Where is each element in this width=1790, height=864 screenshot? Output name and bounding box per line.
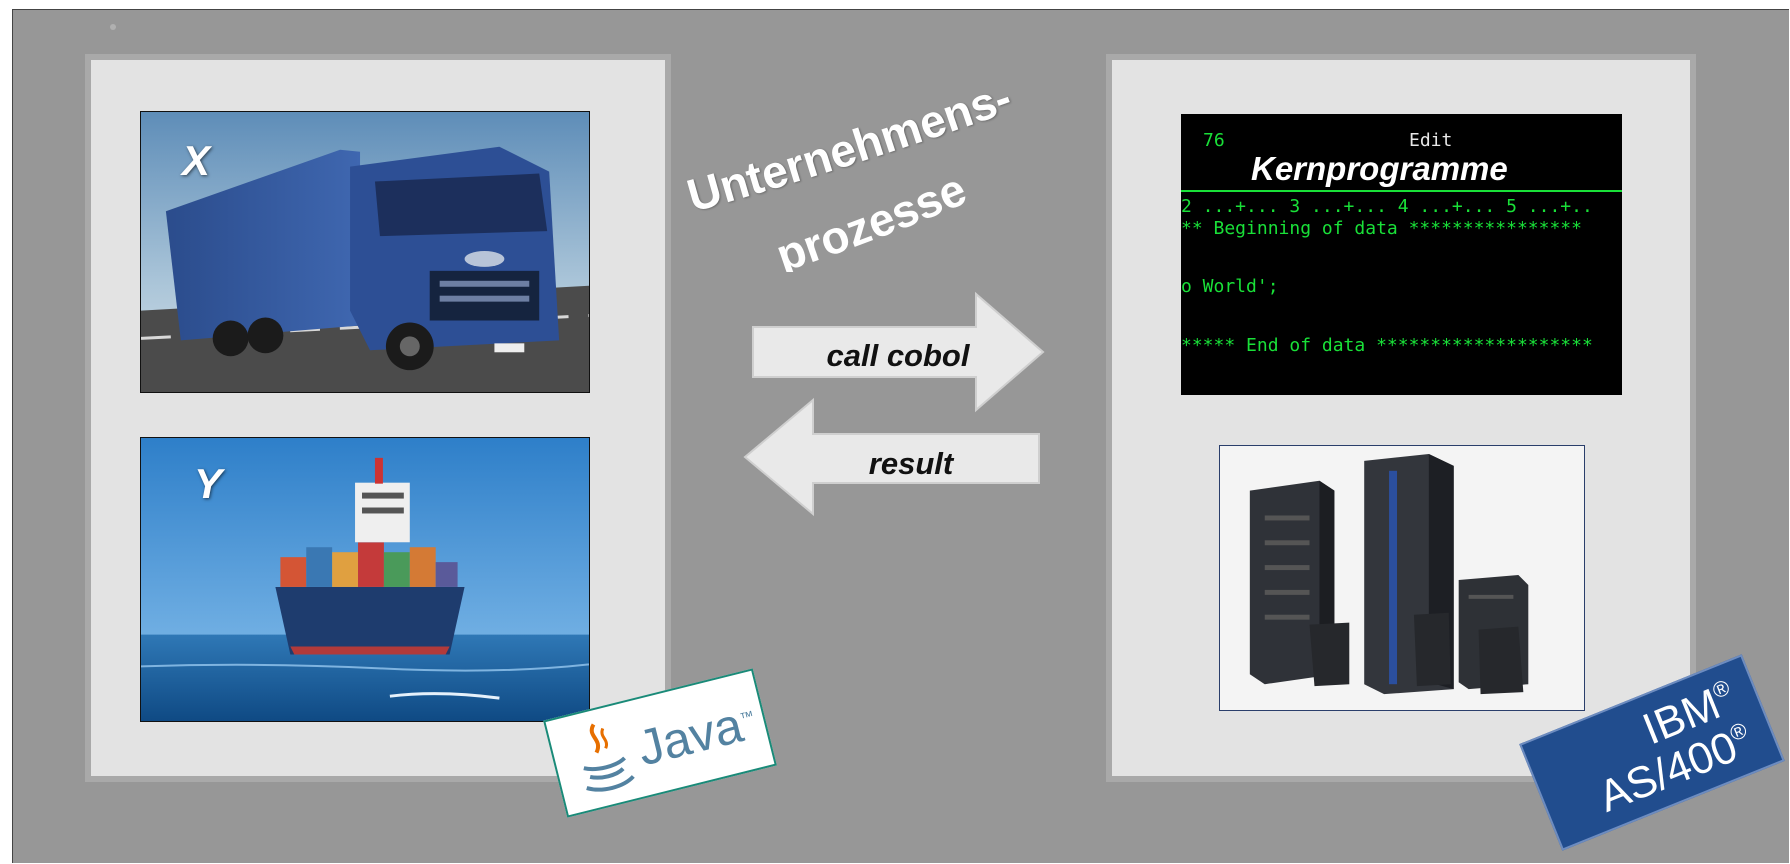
terminal-ruler: 2 ...+... 3 ...+... 4 ...+... 5 ...+.. xyxy=(1181,190,1622,217)
slide: X xyxy=(12,9,1789,863)
as400-server-photo xyxy=(1219,445,1585,711)
java-wordmark-text: Java xyxy=(632,696,749,777)
call-cobol-label: call cobol xyxy=(826,338,970,373)
java-logo: Java™ xyxy=(543,668,777,818)
java-cup-icon xyxy=(583,723,635,792)
photo-label-x: X xyxy=(182,137,211,184)
terminal-begin-line: ** Beginning of data **************** xyxy=(1181,218,1582,239)
terminal-screen: 76 Edit 2 ...+... 3 ...+... 4 ...+... 5 … xyxy=(1181,114,1622,395)
java-trademark: ™ xyxy=(738,707,756,727)
terminal-end-line: ***** End of data ******************** xyxy=(1181,335,1593,356)
terminal-mode: Edit xyxy=(1409,130,1453,151)
terminal-line-number: 76 xyxy=(1203,130,1225,151)
title-arc: Unternehmens- prozesse xyxy=(681,70,1017,272)
terminal-overlay-title: Kernprogramme xyxy=(1251,150,1508,187)
photo-label-y: Y xyxy=(194,460,223,507)
java-wordmark: Java™ xyxy=(632,692,762,777)
call-arrow xyxy=(752,291,1045,413)
decorative-dot xyxy=(110,24,116,30)
ship-photo xyxy=(140,437,590,722)
result-label: result xyxy=(868,446,954,481)
result-arrow xyxy=(743,397,1040,517)
truck-photo xyxy=(140,111,590,393)
terminal-code-line: o World'; xyxy=(1181,276,1279,297)
